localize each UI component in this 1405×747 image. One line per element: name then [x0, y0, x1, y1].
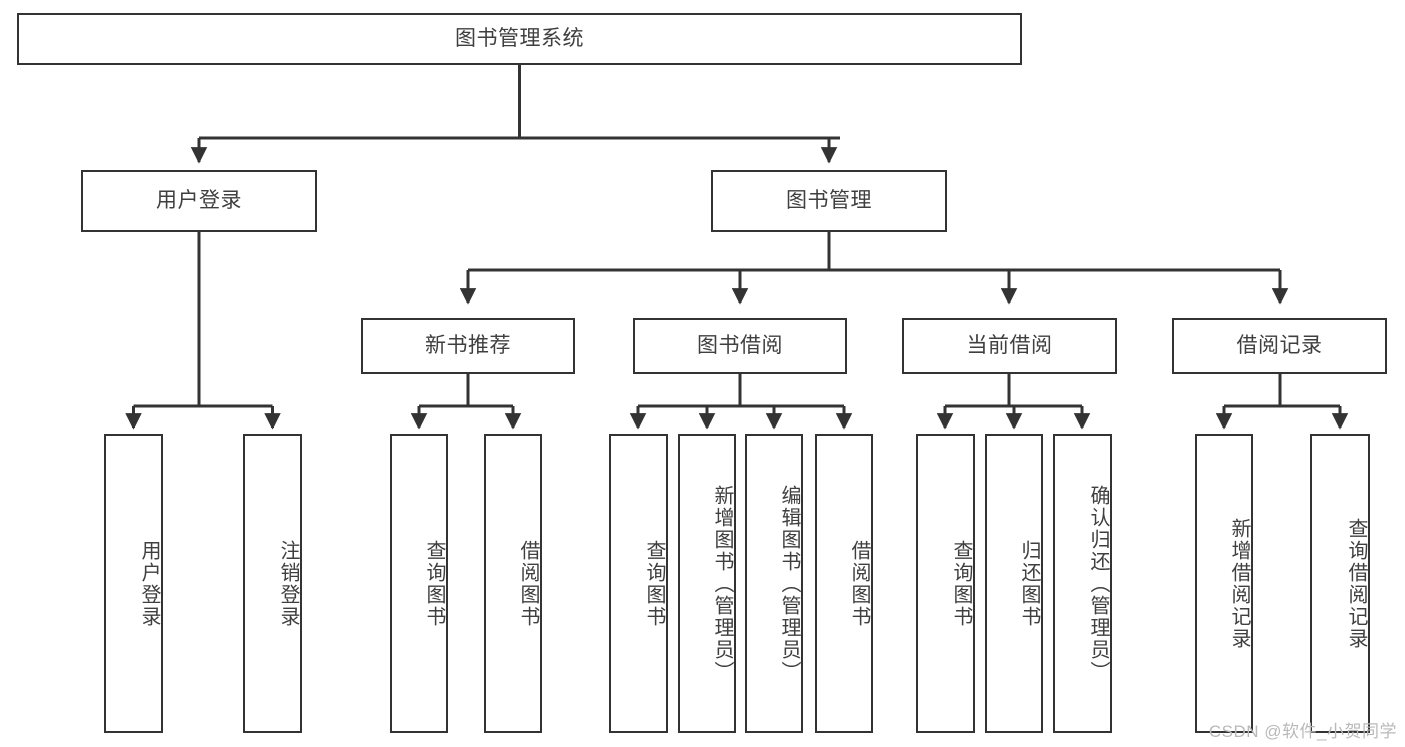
leaf-add-borrow-record[interactable]: 新增借阅记录 — [1195, 434, 1253, 733]
node-label: 借阅记录 — [1236, 334, 1323, 358]
node-book-borrow[interactable]: 图书借阅 — [633, 318, 847, 374]
leaf-confirm-return-admin[interactable]: 确认归还（管理员） — [1053, 434, 1112, 733]
node-label: 查询图书 — [423, 539, 445, 628]
node-user-login[interactable]: 用户登录 — [81, 170, 317, 232]
leaf-query-book-recommend[interactable]: 查询图书 — [390, 434, 448, 733]
leaf-edit-book-admin[interactable]: 编辑图书（管理员） — [745, 434, 803, 733]
node-label: 当前借阅 — [966, 334, 1053, 358]
node-label: 归还图书 — [1018, 539, 1040, 628]
node-label: 确认归还（管理员） — [1087, 484, 1109, 683]
node-label: 图书管理 — [786, 189, 872, 213]
node-book-management[interactable]: 图书管理 — [711, 170, 947, 232]
leaf-borrow-book[interactable]: 借阅图书 — [815, 434, 873, 733]
node-label: 借阅图书 — [517, 539, 539, 628]
leaf-user-login[interactable]: 用户登录 — [104, 434, 163, 733]
node-label: 新增图书（管理员） — [711, 484, 733, 683]
node-label: 用户登录 — [138, 539, 160, 628]
node-label: 查询借阅记录 — [1345, 517, 1367, 650]
node-label: 新增借阅记录 — [1228, 517, 1250, 650]
node-label: 查询图书 — [643, 539, 665, 628]
leaf-logout[interactable]: 注销登录 — [243, 434, 302, 733]
node-root[interactable]: 图书管理系统 — [17, 13, 1022, 65]
node-current-borrow[interactable]: 当前借阅 — [902, 318, 1117, 374]
leaf-query-book-borrow[interactable]: 查询图书 — [609, 434, 668, 733]
node-label: 图书管理系统 — [455, 27, 584, 51]
node-label: 借阅图书 — [848, 539, 870, 628]
node-borrow-record[interactable]: 借阅记录 — [1172, 318, 1387, 374]
leaf-return-book[interactable]: 归还图书 — [985, 434, 1043, 733]
leaf-query-borrow-record[interactable]: 查询借阅记录 — [1310, 434, 1370, 733]
node-label: 注销登录 — [277, 539, 299, 628]
node-label: 编辑图书（管理员） — [778, 484, 800, 683]
leaf-query-book-current[interactable]: 查询图书 — [916, 434, 975, 733]
node-new-book-recommend[interactable]: 新书推荐 — [361, 318, 575, 374]
node-label: 查询图书 — [950, 539, 972, 628]
node-label: 图书借阅 — [697, 334, 783, 358]
node-label: 新书推荐 — [425, 334, 511, 358]
leaf-borrow-book-recommend[interactable]: 借阅图书 — [484, 434, 542, 733]
node-label: 用户登录 — [156, 189, 242, 213]
leaf-add-book-admin[interactable]: 新增图书（管理员） — [678, 434, 736, 733]
